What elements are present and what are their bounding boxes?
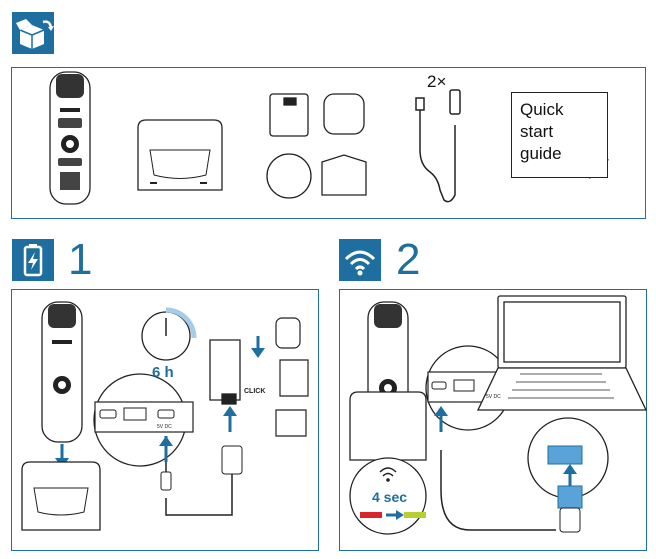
- qs-line-1: Quick: [520, 100, 564, 119]
- qs-line-2: start: [520, 122, 554, 141]
- qs-line-3: guide: [520, 144, 562, 163]
- adapter-plugs: [266, 93, 367, 199]
- battery-charge-icon: [23, 244, 43, 277]
- step2-device-in-dock: [349, 301, 427, 461]
- laptop: [476, 295, 648, 411]
- docking-station: [137, 119, 223, 191]
- open-box-icon: [16, 19, 54, 49]
- step1-badge: [12, 239, 54, 281]
- red-led-indicator: [360, 512, 382, 518]
- step1-number: 1: [68, 235, 93, 284]
- step1-speechmike: [41, 301, 83, 443]
- wireless-icon: [344, 250, 376, 276]
- step1-dock: [21, 461, 101, 531]
- step2-number: 2: [396, 235, 421, 284]
- step1-charger: [209, 339, 241, 405]
- quick-start-guide-card: Quick start guide: [511, 92, 608, 178]
- usb-cable: [415, 89, 461, 203]
- speechmike-device: [49, 71, 91, 205]
- step1-port-label: 5V DC: [157, 424, 172, 430]
- step2-port-label: 5V DC: [486, 394, 501, 400]
- click-label: CLICK: [244, 388, 266, 395]
- charge-time-label: 6 h: [152, 364, 174, 381]
- pairing-time-label: 4 sec: [372, 489, 408, 505]
- clock-icon: [141, 307, 197, 361]
- quantity-label: 2×: [427, 72, 447, 91]
- green-led-indicator: [404, 512, 426, 518]
- step2-badge: [339, 239, 381, 281]
- box-contents-badge: [12, 12, 54, 54]
